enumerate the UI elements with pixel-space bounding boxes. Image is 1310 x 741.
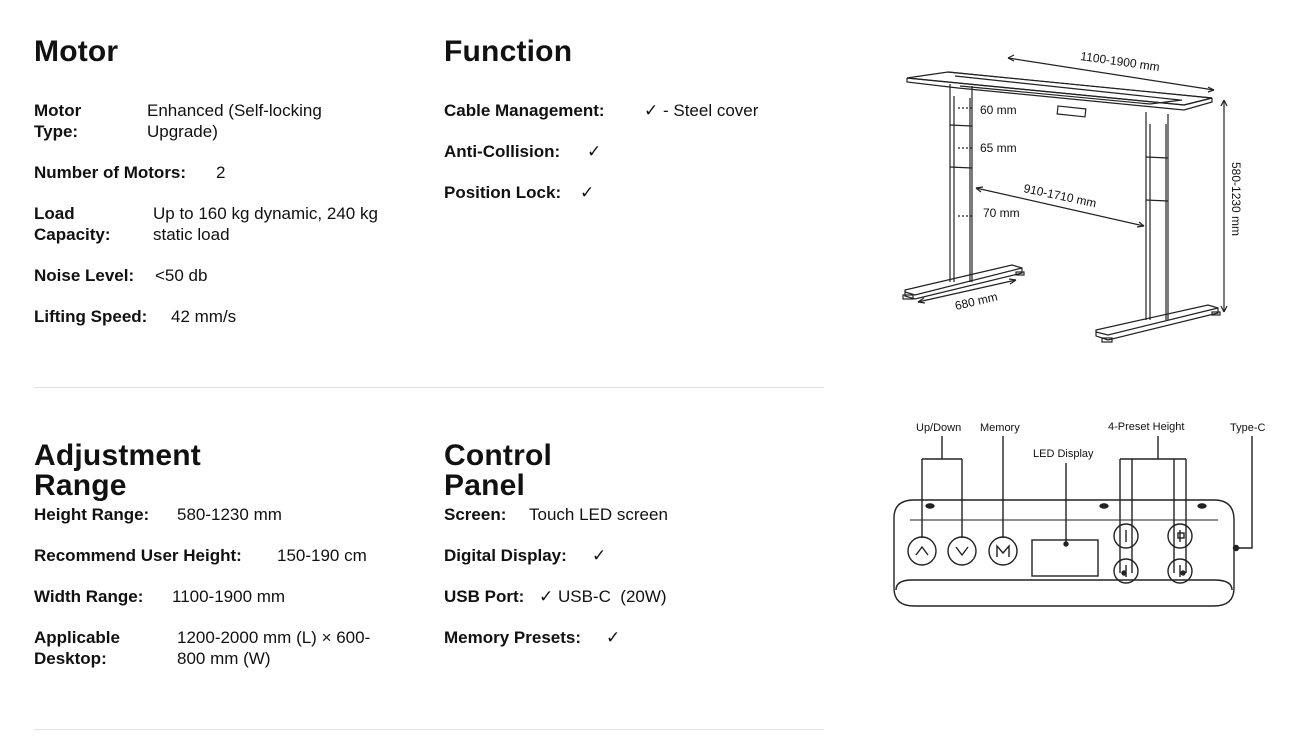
spec-label: Screen: bbox=[444, 505, 507, 524]
spec-value: ✓ - Steel cover bbox=[644, 101, 759, 120]
spec-label: Anti-Collision: bbox=[444, 142, 561, 161]
desk-inner-width-label: 910-1710 mm bbox=[1022, 181, 1097, 210]
spec-value: ✓ bbox=[587, 142, 602, 161]
led-display-icon bbox=[1031, 539, 1099, 577]
spec-row-applicable-desktop: Applicable Desktop: 1200-2000 mm (L) × 6… bbox=[34, 627, 414, 669]
spec-value: Enhanced (Self-locking Upgrade) bbox=[147, 101, 322, 141]
desk-segment-label: 70 mm bbox=[983, 206, 1020, 220]
spec-label: Number of Motors: bbox=[34, 163, 187, 182]
memory-label: Memory bbox=[980, 422, 1020, 434]
control-panel-title: Control Panel bbox=[444, 439, 553, 502]
spec-value: ✓ bbox=[580, 183, 595, 202]
type-c-label: Type-C bbox=[1230, 422, 1266, 434]
up-button-icon bbox=[907, 536, 937, 566]
spec-value: 2 bbox=[216, 163, 226, 182]
spec-label: Cable Management: bbox=[444, 101, 605, 120]
desk-foot-label: 680 mm bbox=[954, 290, 999, 313]
spec-label: Applicable Desktop: bbox=[34, 628, 120, 668]
spec-row-load-capacity: Load Capacity: Up to 160 kg dynamic, 240… bbox=[34, 203, 414, 245]
spec-label: Memory Presets: bbox=[444, 628, 582, 647]
desk-height-label: 580-1230 mm bbox=[1229, 162, 1243, 236]
spec-label: Noise Level: bbox=[34, 266, 135, 285]
motor-title: Motor bbox=[34, 35, 119, 68]
spec-value: ✓ USB-C (20W) bbox=[539, 587, 667, 606]
down-button-icon bbox=[947, 536, 977, 566]
section-divider bbox=[34, 729, 824, 730]
memory-button-icon bbox=[988, 536, 1018, 566]
spec-value: ✓ bbox=[592, 546, 607, 565]
spec-label: USB Port: bbox=[444, 587, 525, 606]
led-display-label: LED Display bbox=[1033, 448, 1094, 460]
section-divider bbox=[34, 387, 824, 388]
spec-label: Height Range: bbox=[34, 505, 150, 524]
spec-label: Lifting Speed: bbox=[34, 307, 148, 326]
spec-value: 42 mm/s bbox=[171, 307, 237, 326]
spec-label: Width Range: bbox=[34, 587, 144, 606]
spec-label: Motor Type: bbox=[34, 101, 82, 141]
spec-value: 580-1230 mm bbox=[177, 505, 282, 524]
desk-width-label: 1100-1900 mm bbox=[1080, 49, 1161, 74]
spec-value: Touch LED screen bbox=[529, 505, 668, 524]
adjustment-title: Adjustment Range bbox=[34, 439, 201, 502]
preset-height-label: 4-Preset Height bbox=[1108, 421, 1184, 433]
spec-label: Position Lock: bbox=[444, 183, 562, 202]
spec-label: Digital Display: bbox=[444, 546, 567, 565]
spec-label: Load Capacity: bbox=[34, 204, 111, 244]
spec-value: <50 db bbox=[155, 266, 208, 285]
spec-value: 1100-1900 mm bbox=[172, 587, 286, 606]
spec-label: Recommend User Height: bbox=[34, 546, 242, 565]
spec-value: ✓ bbox=[606, 628, 621, 647]
desk-segment-label: 60 mm bbox=[980, 103, 1017, 117]
desk-segment-label: 65 mm bbox=[980, 141, 1017, 155]
spec-value: 1200-2000 mm (L) × 600- 800 mm (W) bbox=[177, 628, 371, 668]
up-down-label: Up/Down bbox=[916, 422, 961, 434]
type-c-port-icon bbox=[1232, 544, 1240, 552]
function-title: Function bbox=[444, 35, 573, 68]
spec-row-motor-type: Motor Type: Enhanced (Self-locking Upgra… bbox=[34, 100, 414, 142]
spec-value: Up to 160 kg dynamic, 240 kg static load bbox=[153, 204, 378, 244]
spec-value: 150-190 cm bbox=[277, 546, 367, 565]
